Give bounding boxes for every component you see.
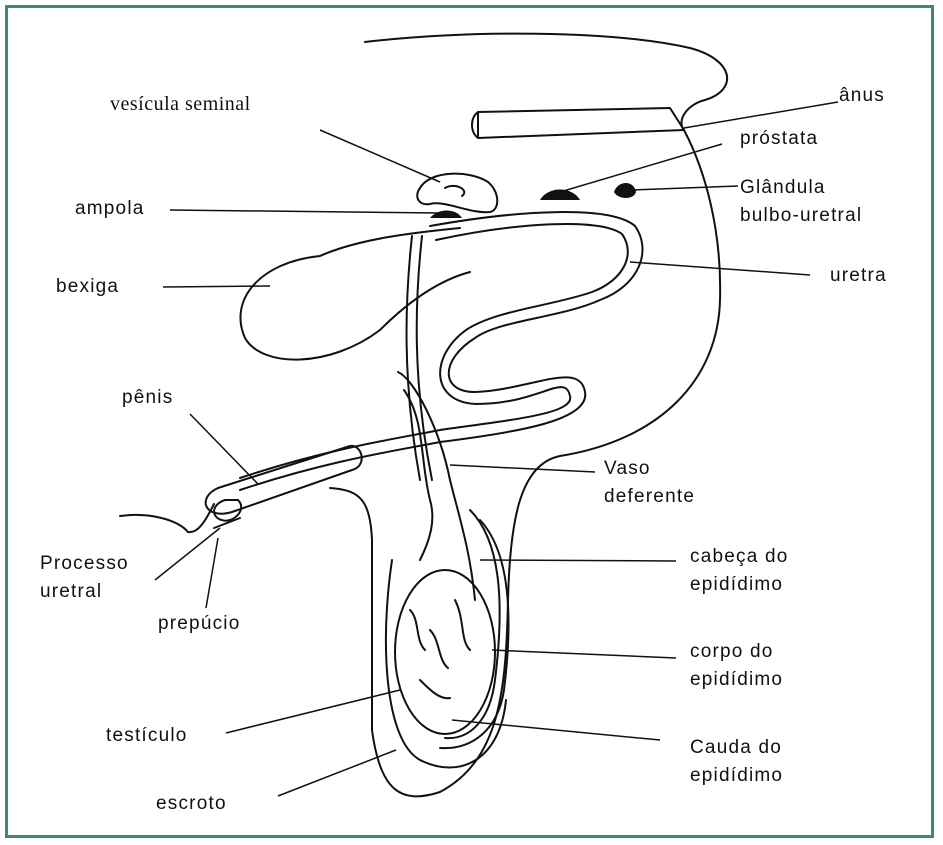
bladder — [240, 228, 470, 360]
leader-prostata — [560, 144, 722, 192]
label-prepucio: prepúcio — [158, 612, 240, 636]
scrotum — [386, 560, 506, 768]
leader-ampola — [170, 210, 440, 213]
label-uretra: uretra — [830, 264, 887, 288]
label-vesicula-seminal: vesícula seminal — [110, 92, 251, 116]
label-cauda-line1: Cauda do — [690, 734, 783, 762]
prostate — [540, 190, 580, 201]
label-cabeca-line1: cabeça do — [690, 543, 788, 571]
label-anus: ânus — [839, 84, 885, 108]
label-glandula-bulbo-uretral: Glândula bulbo-uretral — [740, 174, 862, 230]
rectum — [478, 108, 684, 138]
ampulla — [430, 211, 462, 219]
label-bexiga: bexiga — [56, 275, 119, 299]
leader-vesicula — [320, 130, 440, 182]
label-vaso-deferente: Vaso deferente — [604, 455, 695, 511]
leader-glandula — [632, 186, 738, 190]
leader-bexiga — [163, 286, 270, 287]
label-corpo-do-epididimo: corpo do epidídimo — [690, 638, 783, 694]
label-prostata: próstata — [740, 127, 818, 151]
label-glandula-line1: Glândula — [740, 174, 862, 202]
label-vaso-line2: deferente — [604, 483, 695, 511]
penis — [206, 446, 362, 514]
label-vaso-line1: Vaso — [604, 455, 695, 483]
label-cabeca-line2: epidídimo — [690, 571, 788, 599]
label-cabeca-do-epididimo: cabeça do epidídimo — [690, 543, 788, 599]
label-processo-line2: uretral — [40, 578, 129, 606]
label-cauda-do-epididimo: Cauda do epidídimo — [690, 734, 783, 790]
leader-processo — [155, 528, 220, 580]
label-testiculo: testículo — [106, 724, 188, 748]
label-glandula-line2: bulbo-uretral — [740, 202, 862, 230]
leader-prepucio — [206, 538, 218, 608]
label-processo-line1: Processo — [40, 550, 129, 578]
label-cauda-line2: epidídimo — [690, 762, 783, 790]
leader-escroto — [278, 750, 396, 796]
label-corpo-line2: epidídimo — [690, 666, 783, 694]
leader-testiculo — [226, 690, 400, 733]
leader-cabeca — [480, 560, 676, 561]
testis — [395, 570, 495, 734]
label-processo-uretral: Processo uretral — [40, 550, 129, 606]
leader-corpo — [492, 650, 676, 658]
leader-anus — [684, 102, 838, 128]
leader-vaso — [450, 465, 595, 472]
label-ampola: ampola — [75, 197, 145, 221]
seminal-vesicle — [417, 174, 497, 213]
leader-cauda — [452, 720, 660, 740]
label-penis: pênis — [122, 386, 173, 410]
label-corpo-line1: corpo do — [690, 638, 783, 666]
leader-penis — [190, 414, 258, 484]
body-outline-top — [365, 34, 727, 130]
label-escroto: escroto — [156, 792, 227, 816]
